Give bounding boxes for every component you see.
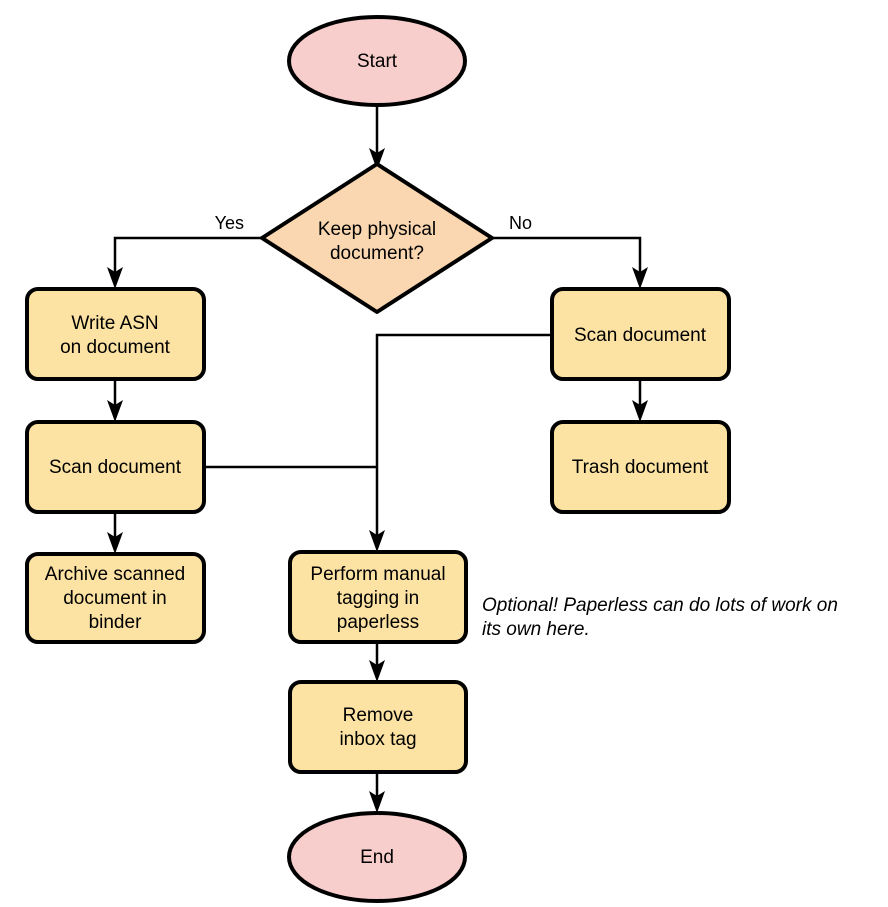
edge-line-scanright-tagging [375,333,552,539]
decision-label-line2: document? [330,243,424,264]
decision-diamond-shape [260,162,494,314]
remove-inbox-box-shape [288,680,468,774]
archive-label-line1: Archive scanned [45,564,185,585]
end-label: End [360,847,394,868]
tagging-label-line3: paperless [337,612,419,633]
tagging-label-line1: Perform manual [310,564,445,585]
remove-inbox-label-line2: inbox tag [339,729,416,750]
edge-line-yes [113,236,262,276]
scan-document-left-label: Scan document [49,457,182,478]
edge-label-yes: Yes [215,213,244,233]
archive-label-line3: binder [89,612,142,633]
edge-decision-to-write-asn [107,236,262,289]
node-trash-document[interactable]: Trash document [550,420,731,514]
arrowhead-start-decision [369,148,385,170]
arrowhead-scanright-trash [632,400,648,422]
edge-scan-left-to-archive [107,512,123,554]
edge-scan-right-to-tagging [369,333,552,552]
edge-line-no [492,236,642,276]
trash-document-box-shape [550,420,731,514]
tagging-label-line2: tagging in [337,588,419,609]
annotation-note: Optional! Paperless can do lots of work … [482,595,838,640]
edge-label-no: No [509,213,532,233]
arrowhead-scanright-tagging [369,530,385,552]
node-scan-document-left[interactable]: Scan document [25,420,206,514]
edge-decision-to-scan-right [492,236,648,289]
archive-label-line2: document in [63,588,167,609]
scan-document-right-label: Scan document [574,325,707,346]
scan-document-left-box-shape [25,420,206,514]
write-asn-label-line1: Write ASN [71,313,158,334]
decision-label-line1: Keep physical [318,219,436,240]
start-ellipse-shape [287,15,467,107]
archive-box-shape [25,552,206,644]
edge-start-to-decision [369,105,385,170]
tagging-box-shape [288,550,468,644]
arrowhead-tagging-removeinbox [369,660,385,682]
arrowhead-scanleft-archive [107,532,123,554]
edge-write-asn-to-scan-left [107,379,123,422]
node-write-asn-on-document[interactable]: Write ASN on document [25,287,206,381]
annotation-line1: Optional! Paperless can do lots of work … [482,595,838,616]
edge-remove-inbox-to-end [369,772,385,813]
arrowhead-no [632,267,648,289]
arrowhead-yes [107,267,123,289]
start-label: Start [357,51,398,72]
arrowhead-writeasn-scanleft [107,400,123,422]
trash-document-label: Trash document [572,457,709,478]
node-start[interactable]: Start [287,15,467,107]
arrowhead-removeinbox-end [369,791,385,813]
scan-document-right-box-shape [550,287,731,381]
end-ellipse-shape [287,811,467,903]
node-end[interactable]: End [287,811,467,903]
edge-scan-right-to-trash [632,379,648,422]
remove-inbox-label-line1: Remove [343,705,414,726]
annotation-line2: its own here. [482,619,590,640]
write-asn-box-shape [25,287,206,381]
node-scan-document-right[interactable]: Scan document [550,287,731,381]
edge-tagging-to-remove-inbox [369,642,385,682]
write-asn-label-line2: on document [60,337,171,358]
node-decision-keep-physical-document[interactable]: Keep physical document? [260,162,494,314]
node-perform-manual-tagging[interactable]: Perform manual tagging in paperless [288,550,468,644]
node-remove-inbox-tag[interactable]: Remove inbox tag [288,680,468,774]
node-archive-scanned-document[interactable]: Archive scanned document in binder [25,552,206,644]
